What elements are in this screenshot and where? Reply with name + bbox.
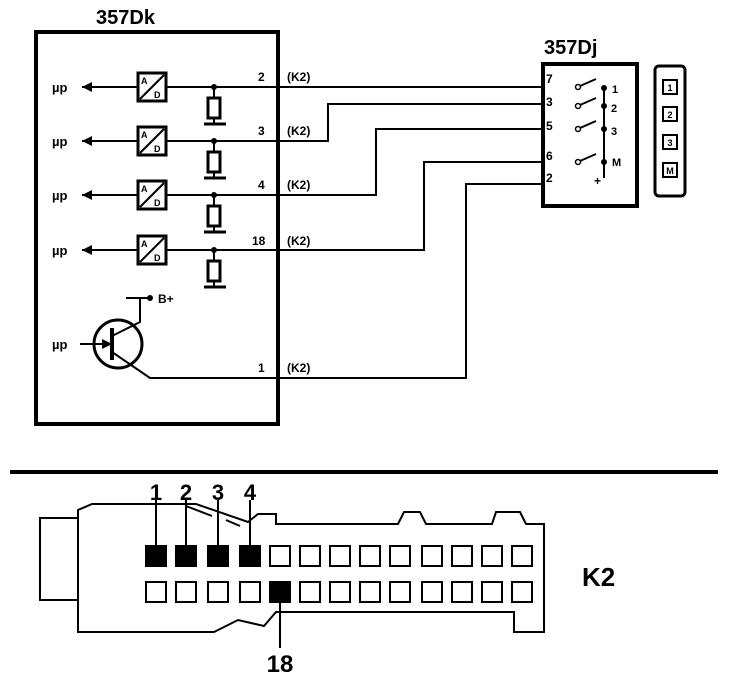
pin-slot — [239, 581, 261, 603]
sw-pin-3: 5 — [546, 119, 553, 133]
channel-4: µp A D 18 (K2) — [52, 161, 543, 289]
mu-label-1: µp — [52, 80, 67, 95]
keypad-key-1-label: 1 — [667, 83, 672, 93]
pin-label-4: 18 — [252, 234, 266, 248]
svg-text:A: A — [141, 130, 148, 140]
conn-label-5: (K2) — [287, 361, 310, 375]
keypad-key-3 — [662, 134, 678, 150]
module-357dj-title: 357Dj — [544, 37, 597, 59]
pin-slot — [359, 545, 381, 567]
keypad-key-1 — [662, 79, 678, 95]
svg-text:D: D — [154, 90, 161, 100]
module-357dk-box — [34, 30, 280, 426]
resistor-3 — [206, 204, 222, 228]
arrow-right-icon — [102, 339, 112, 349]
pin-label-5: 1 — [258, 361, 265, 375]
conn-label-4: (K2) — [287, 234, 310, 248]
resistor-4 — [206, 259, 222, 283]
keypad-key-2 — [662, 106, 678, 122]
pin-slot — [359, 581, 381, 603]
pin-slot — [511, 581, 533, 603]
pin-slot — [421, 581, 443, 603]
module-357dj-box — [541, 62, 639, 208]
pin-slot — [329, 545, 351, 567]
pin-slot — [145, 581, 167, 603]
arrow-left-icon — [82, 136, 92, 146]
pinout-label-2: 2 — [180, 480, 192, 505]
pin-slot — [329, 581, 351, 603]
sw-pin-2: 3 — [546, 95, 553, 109]
pin-slot — [145, 545, 167, 567]
conn-label-2: (K2) — [287, 124, 310, 138]
sw-out-1: 1 — [612, 84, 618, 96]
pin-slot — [269, 581, 291, 603]
arrow-left-icon — [82, 190, 92, 200]
keypad-key-2-label: 2 — [667, 110, 672, 120]
sw-out-2: 2 — [611, 103, 617, 115]
channel-2: µp A D 3 (K2) — [52, 103, 543, 180]
svg-text:D: D — [154, 253, 161, 263]
connector-bottom-row — [145, 581, 533, 603]
sw-pin-5: 2 — [546, 171, 553, 185]
pin-slot — [239, 545, 261, 567]
pin-slot — [175, 545, 197, 567]
svg-text:A: A — [141, 184, 148, 194]
pinout-label-4: 4 — [244, 480, 257, 505]
module-357dk-title: 357Dk — [96, 7, 156, 29]
mu-label-3: µp — [52, 188, 67, 203]
conn-label-1: (K2) — [287, 70, 310, 84]
switch-contacts: 7 3 5 6 2 1 2 3 M + — [546, 72, 621, 188]
pin-slot — [481, 581, 503, 603]
pin-slot — [207, 545, 229, 567]
connector-top-row — [145, 545, 533, 567]
pin-slot — [481, 545, 503, 567]
pin-slot — [269, 545, 291, 567]
pinout-label-1: 1 — [150, 480, 162, 505]
sw-out-4: M — [612, 157, 621, 169]
supply-label: B+ — [158, 292, 174, 306]
pin-label-3: 4 — [258, 178, 265, 192]
svg-text:D: D — [154, 198, 161, 208]
pinout-label-3: 3 — [212, 480, 224, 505]
resistor-2 — [206, 150, 222, 174]
sw-plus: + — [594, 174, 601, 188]
sw-out-3: 3 — [611, 126, 617, 138]
pin-label-2: 3 — [258, 124, 265, 138]
pin-slot — [175, 581, 197, 603]
pin-slot — [451, 581, 473, 603]
keypad-key-m — [662, 162, 678, 178]
mu-label-5: µp — [52, 337, 67, 352]
mu-label-4: µp — [52, 243, 67, 258]
keypad-key-m-label: M — [666, 166, 674, 176]
mu-label-2: µp — [52, 134, 67, 149]
svg-text:A: A — [141, 239, 148, 249]
arrow-left-icon — [82, 245, 92, 255]
arrow-left-icon — [82, 82, 92, 92]
pin-slot — [299, 581, 321, 603]
pin-slot — [299, 545, 321, 567]
connector-name: K2 — [582, 562, 615, 592]
pin-slot — [451, 545, 473, 567]
pin-label-1: 2 — [258, 70, 265, 84]
connector-k2-outline — [39, 503, 545, 633]
sw-pin-4: 6 — [546, 149, 553, 163]
conn-label-3: (K2) — [287, 178, 310, 192]
resistor-1 — [206, 96, 222, 120]
pin-slot — [511, 545, 533, 567]
svg-text:A: A — [141, 76, 148, 86]
keypad-keys: 1 2 3 M — [662, 79, 678, 178]
svg-text:D: D — [154, 144, 161, 154]
pin-slot — [207, 581, 229, 603]
pinout-label-18: 18 — [267, 651, 294, 678]
channel-1: µp A D 2 (K2) — [52, 70, 543, 126]
pin-slot — [389, 581, 411, 603]
sw-pin-1: 7 — [546, 72, 553, 86]
pin-slot — [389, 545, 411, 567]
transistor: µp B+ 1 (K2) — [52, 183, 543, 379]
channel-3: µp A D 4 (K2) — [52, 128, 543, 234]
keypad-key-3-label: 3 — [667, 138, 672, 148]
pin-slot — [421, 545, 443, 567]
